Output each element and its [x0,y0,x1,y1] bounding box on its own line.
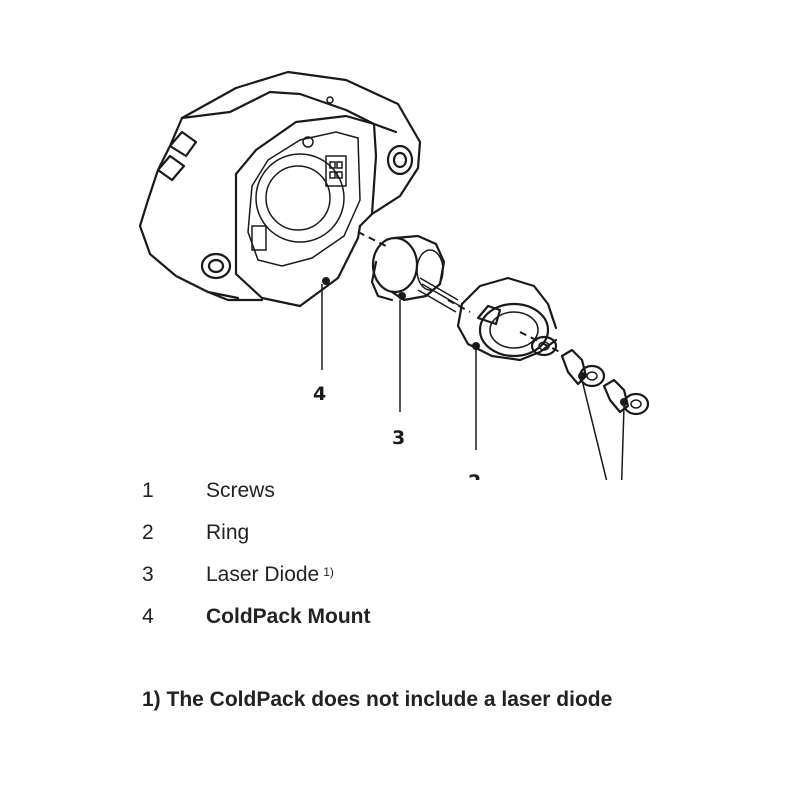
callout-2: 2 [468,471,481,480]
legend-label: ColdPack Mount [206,605,371,628]
assembly-axis [357,231,561,353]
legend-label: Screws [206,479,275,502]
coldpack-mount [138,70,422,308]
callout-4: 4 [313,383,326,405]
legend-number: 3 [142,563,154,586]
screw-upper [560,348,606,388]
screw-lower [602,378,650,416]
footnote-marker: 1) [323,565,334,579]
leader-1a [581,379,608,480]
legend-number: 4 [142,605,154,628]
ring [456,276,558,362]
callout-3: 3 [392,427,405,449]
legend-number: 1 [142,479,154,502]
legend-label: Ring [206,521,250,544]
legend-label: Laser Diode [206,563,320,586]
legend-number: 2 [142,521,154,544]
leader-1b [620,405,625,480]
laser-diode [370,234,461,313]
footnote: 1) The ColdPack does not include a laser… [142,688,613,711]
exploded-assembly-diagram: 4 3 2 1 [138,70,650,480]
